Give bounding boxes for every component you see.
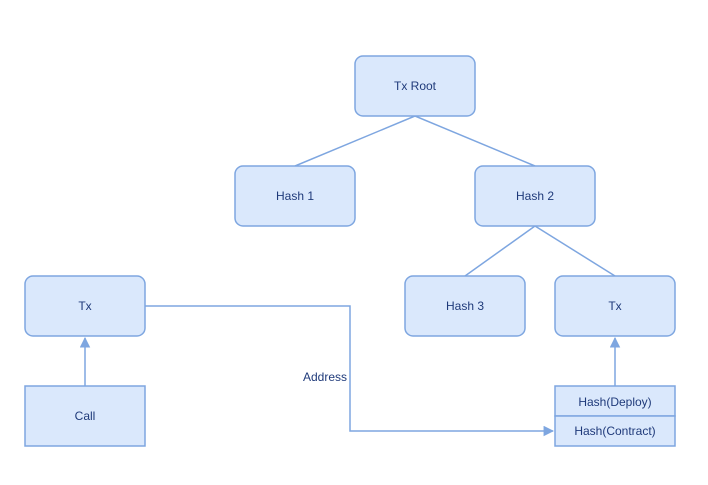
edge-root-hash2 (414, 115, 536, 167)
node-tx-left: Tx (24, 275, 146, 337)
node-hash-3-box (404, 275, 526, 337)
node-hash-1: Hash 1 (234, 165, 356, 227)
edge-hash2-hash3 (464, 225, 536, 277)
node-tx-root-box (354, 55, 476, 117)
edge-hash2-tx-right (534, 225, 616, 277)
node-hash-2-box (474, 165, 596, 227)
node-hash-deploy-label: Hash(Deploy) (578, 395, 651, 409)
node-hash-stack: Hash(Deploy) Hash(Contract) (554, 385, 676, 447)
node-tx-left-label: Tx (78, 299, 91, 313)
node-tx-root: Tx Root (354, 55, 476, 117)
node-call: Call (24, 385, 146, 447)
node-tx-right-box (554, 275, 676, 337)
node-call-box (24, 385, 146, 447)
node-hash-contract-box (554, 415, 676, 447)
node-call-label: Call (75, 409, 96, 423)
node-tx-root-label: Tx Root (394, 79, 437, 93)
edge-root-hash1 (294, 115, 416, 167)
node-hash-2-label: Hash 2 (516, 189, 554, 203)
address-label: Address (303, 370, 347, 384)
node-tx-right: Tx (554, 275, 676, 337)
node-tx-right-label: Tx (608, 299, 621, 313)
edges (79, 115, 621, 437)
node-hash-2: Hash 2 (474, 165, 596, 227)
node-hash-contract-label: Hash(Contract) (574, 424, 655, 438)
edge-address (145, 305, 555, 437)
node-hash-1-box (234, 165, 356, 227)
node-hash-3: Hash 3 (404, 275, 526, 337)
node-tx-left-box (24, 275, 146, 337)
node-hash-1-label: Hash 1 (276, 189, 314, 203)
node-hash-3-label: Hash 3 (446, 299, 484, 313)
